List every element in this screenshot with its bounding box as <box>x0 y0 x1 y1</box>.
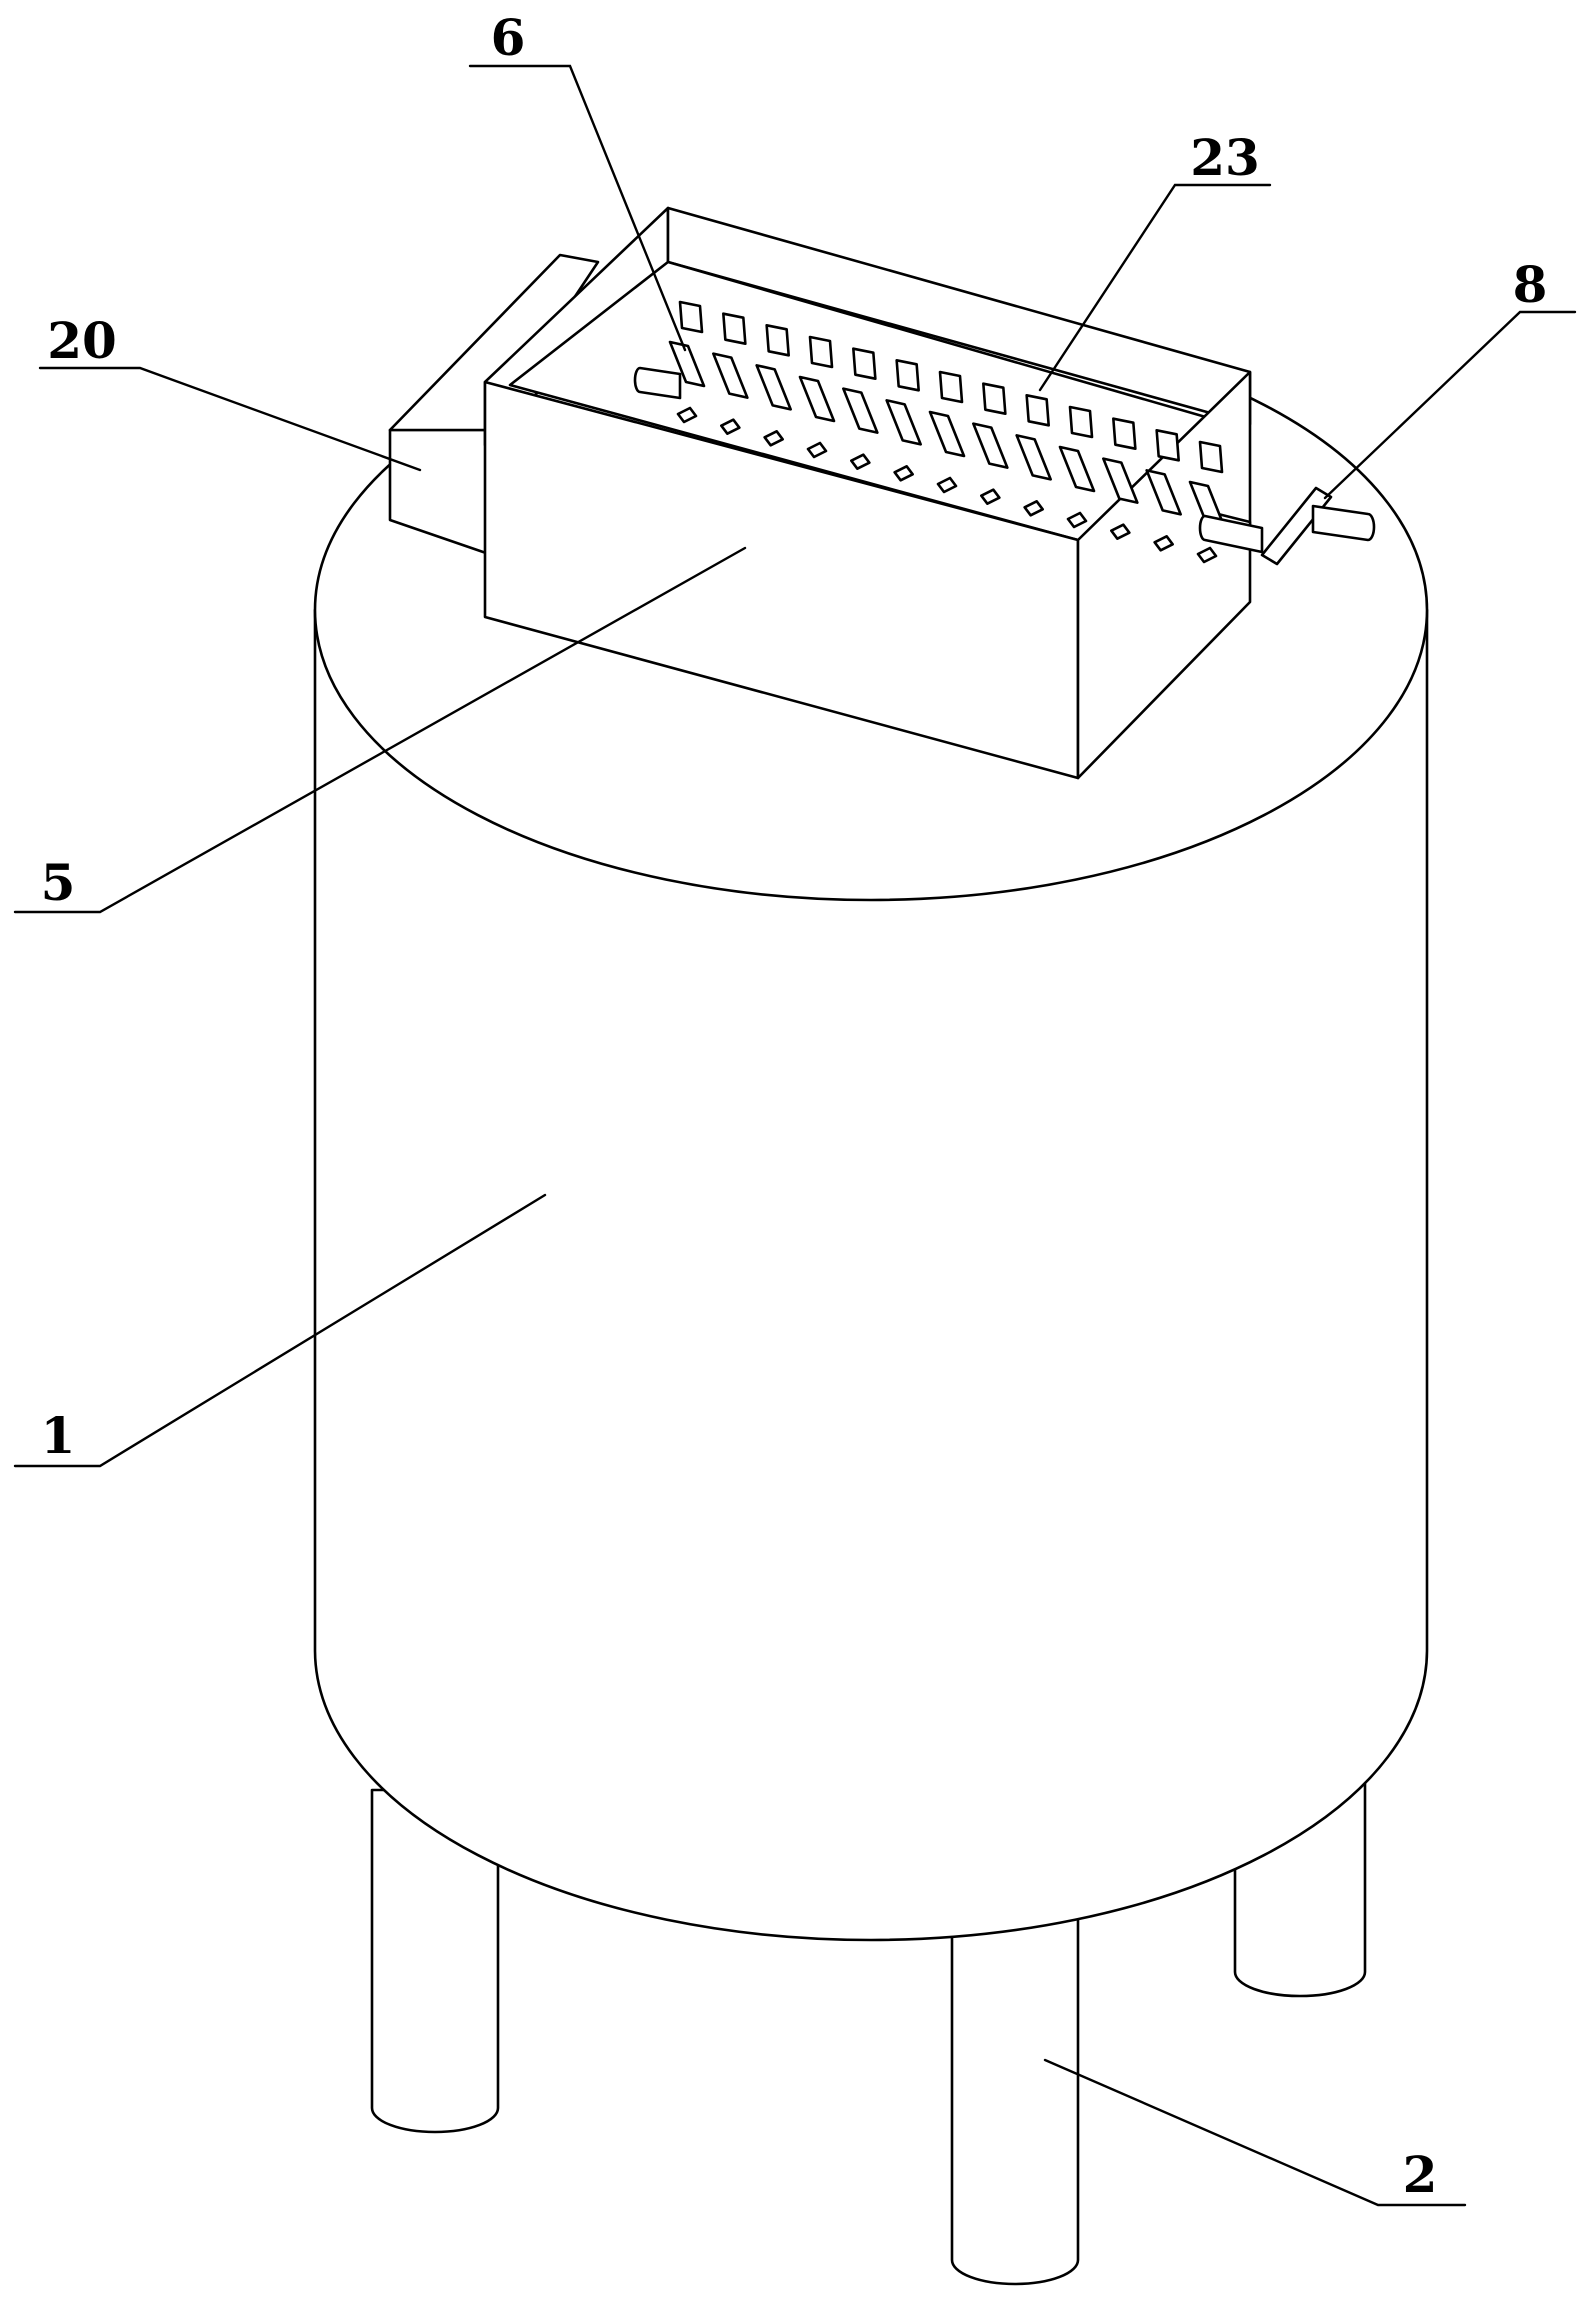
blade-back <box>808 335 834 369</box>
blade-lower <box>1066 511 1088 529</box>
blade-lower <box>1110 523 1131 540</box>
label-1: 1 <box>41 1406 76 1465</box>
support-legs <box>370 1778 1367 2286</box>
blade-middle <box>928 410 966 458</box>
blade-lower <box>1153 535 1174 552</box>
leg-front-center <box>950 1898 1080 2286</box>
leader-lines <box>13 64 1577 2207</box>
blade-back <box>852 347 877 380</box>
blade-middle <box>842 387 879 434</box>
leader-8 <box>1323 310 1577 500</box>
blade-middle <box>1058 445 1096 493</box>
blade-back <box>895 359 920 392</box>
blade-back <box>1025 394 1050 427</box>
blade-lower <box>936 476 958 494</box>
blade-back <box>765 324 790 357</box>
blade-lower <box>720 418 741 435</box>
blade-lower <box>806 441 828 459</box>
crushing-blades <box>668 300 1226 564</box>
blade-middle <box>712 352 749 399</box>
blade-middle <box>972 422 1009 469</box>
blade-middle <box>1015 434 1052 481</box>
blade-middle <box>885 399 922 446</box>
blade-lower <box>1023 500 1044 517</box>
blade-middle <box>1102 457 1139 504</box>
blade-back <box>678 300 704 334</box>
label-8: 8 <box>1513 255 1548 314</box>
blade-back <box>1112 417 1137 450</box>
blade-lower <box>1196 546 1218 564</box>
blade-middle <box>755 364 792 411</box>
blade-lower <box>676 406 698 424</box>
motor <box>388 253 600 555</box>
blade-middle <box>798 375 836 423</box>
leader-1 <box>13 1193 547 1468</box>
blade-lower <box>980 488 1001 505</box>
blade-back <box>1068 405 1094 439</box>
blade-middle <box>1145 469 1182 516</box>
leader-6 <box>468 64 687 352</box>
crushing-box <box>483 206 1252 780</box>
blade-back <box>982 382 1007 415</box>
label-20: 20 <box>47 311 117 370</box>
label-23: 23 <box>1190 128 1260 187</box>
blade-lower <box>893 465 914 482</box>
label-5: 5 <box>41 853 76 912</box>
box-right-side <box>1076 370 1252 780</box>
leg-front-left <box>370 1788 500 2134</box>
leader-20 <box>38 366 422 472</box>
blade-back <box>1155 429 1180 462</box>
leader-23 <box>1038 183 1272 392</box>
label-6: 6 <box>491 8 526 67</box>
blade-back <box>938 370 964 404</box>
blade-lower <box>763 430 784 447</box>
blade-back <box>1198 440 1224 474</box>
blade-back <box>722 312 747 345</box>
blade-lower <box>850 453 871 470</box>
label-2: 2 <box>1403 2145 1438 2204</box>
handle <box>1198 486 1376 566</box>
leader-5 <box>13 546 747 914</box>
reference-labels: 6 23 20 8 5 1 2 <box>41 8 1548 2204</box>
leader-2 <box>1043 2058 1467 2207</box>
